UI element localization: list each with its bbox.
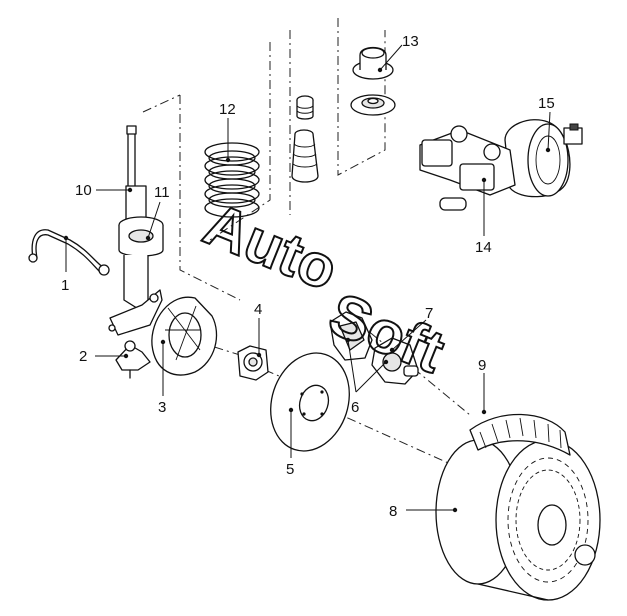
dust-shield-part	[151, 296, 218, 376]
callout-15: 15	[538, 95, 555, 112]
callout-8: 8	[389, 503, 397, 520]
callout-4: 4	[254, 301, 262, 318]
callout-2: 2	[79, 348, 87, 365]
strut-mount-part	[350, 46, 396, 116]
master-cylinder-part	[419, 125, 516, 211]
callout-3: 3	[158, 399, 166, 416]
callout-13: 13	[402, 33, 419, 50]
callout-12: 12	[219, 101, 236, 118]
brake-disc-part	[270, 352, 350, 452]
brake-caliper-part	[329, 311, 373, 361]
watermark-word-auto: Auto	[195, 190, 347, 303]
wheel-hub-part	[237, 345, 269, 381]
tire-part	[469, 413, 571, 456]
callout-1: 1	[61, 277, 69, 294]
brake-booster-part	[504, 119, 583, 198]
wheel-rim-part	[435, 439, 601, 601]
strut-assembly-part	[108, 125, 164, 336]
stabilizer-link-part	[28, 229, 110, 276]
callout-14: 14	[475, 239, 492, 256]
callout-labels: 1 2 3 4 5 6 7 8 9 10 11 12 13 14 15	[61, 33, 555, 520]
leader-dots	[63, 67, 551, 513]
coil-spring-part	[204, 142, 260, 218]
callout-10: 10	[75, 182, 92, 199]
caliper-bracket-part	[371, 337, 419, 385]
leader-lines	[65, 44, 551, 511]
bump-stop-part	[296, 95, 314, 120]
callout-5: 5	[286, 461, 294, 478]
callout-6: 6	[351, 399, 359, 416]
dust-boot-part	[291, 129, 319, 183]
ball-joint-part	[115, 340, 151, 379]
callout-11: 11	[154, 184, 170, 201]
callout-7: 7	[425, 305, 433, 322]
callout-9: 9	[478, 357, 486, 374]
